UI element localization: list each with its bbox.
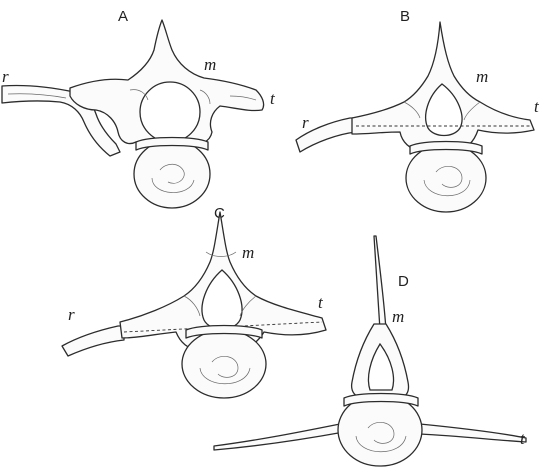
panel-d-centrum <box>338 394 422 466</box>
panel-a-label-m: m <box>204 55 216 74</box>
panel-c: C r m t <box>62 205 326 398</box>
panel-b-label-t: t <box>534 97 540 116</box>
panel-a-label-t: t <box>270 89 276 108</box>
panel-c-label-t: t <box>318 293 324 312</box>
panel-a-letter: A <box>118 8 128 25</box>
panel-b-label-m: m <box>476 67 488 86</box>
panel-a-label-r: r <box>2 67 9 86</box>
panel-b-letter: B <box>400 8 410 25</box>
panel-d-letter: D <box>398 273 409 290</box>
panel-c-label-r: r <box>68 305 75 324</box>
panel-d-label-m: m <box>392 307 404 326</box>
panel-c-label-m: m <box>242 243 254 262</box>
panel-a-neural-canal <box>140 82 200 142</box>
panel-d-spine <box>374 236 386 330</box>
panel-b-centrum <box>406 144 486 212</box>
panel-a-centrum <box>134 140 210 208</box>
panel-a: A r m t <box>2 8 276 208</box>
panel-c-rib <box>62 326 124 356</box>
panel-b-label-r: r <box>302 113 309 132</box>
panel-c-centrum <box>182 330 266 398</box>
panel-b: B r m t <box>296 8 540 212</box>
